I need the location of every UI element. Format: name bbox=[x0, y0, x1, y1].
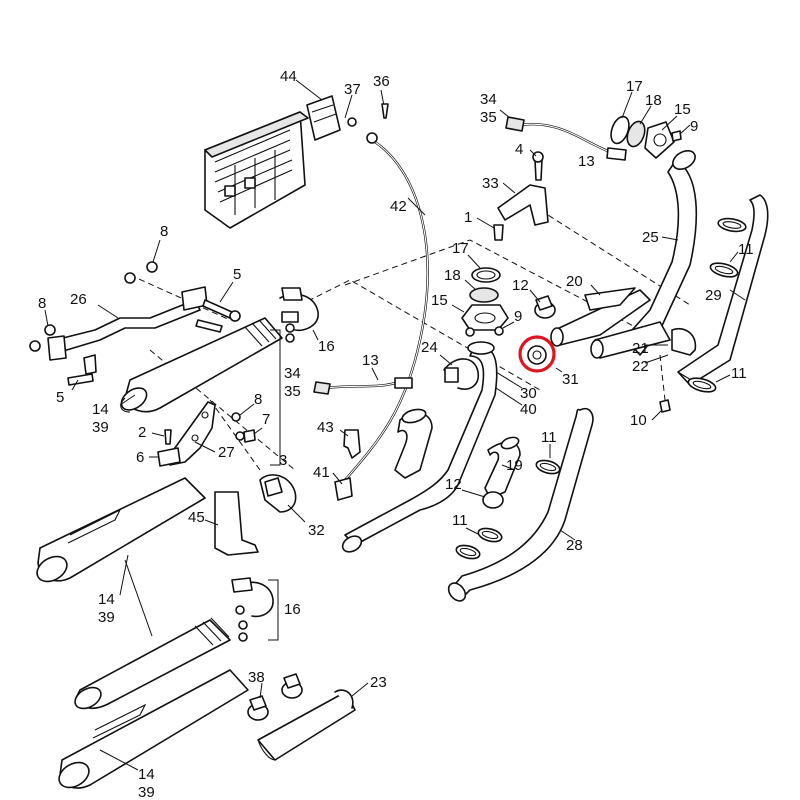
flange-set-top bbox=[610, 115, 682, 159]
callout-1: 1 bbox=[464, 209, 472, 226]
callout-31: 31 bbox=[562, 371, 579, 388]
callout-13: 13 bbox=[362, 352, 379, 369]
callout-12: 12 bbox=[512, 277, 529, 294]
callout-16: 16 bbox=[284, 601, 301, 618]
rear-header-30 bbox=[341, 341, 498, 553]
callout-17: 17 bbox=[626, 78, 643, 95]
callout-45: 45 bbox=[188, 509, 205, 526]
callout-25: 25 bbox=[642, 229, 659, 246]
hanger-bracket-26 bbox=[29, 261, 241, 386]
callout-34: 34 bbox=[284, 365, 301, 382]
clamp-11-right bbox=[659, 377, 717, 413]
screw-36 bbox=[381, 103, 389, 119]
callout-33: 33 bbox=[482, 175, 499, 192]
crossover-20 bbox=[550, 287, 697, 359]
callout-36: 36 bbox=[373, 73, 390, 90]
callout-14: 14 bbox=[92, 401, 109, 418]
callout-16: 16 bbox=[318, 338, 335, 355]
clamps-38 bbox=[247, 673, 303, 721]
callout-11: 11 bbox=[731, 365, 747, 382]
callout-42: 42 bbox=[390, 198, 407, 215]
callout-11: 11 bbox=[738, 241, 754, 258]
callout-2: 2 bbox=[138, 424, 146, 441]
callout-32: 32 bbox=[308, 522, 325, 539]
callout-38: 38 bbox=[248, 669, 265, 686]
clamp-16-upper bbox=[279, 287, 319, 343]
callout-15: 15 bbox=[674, 101, 691, 118]
callout-24: 24 bbox=[421, 339, 438, 356]
callout-34: 34 bbox=[480, 91, 497, 108]
callout-39: 39 bbox=[98, 609, 115, 626]
callout-brackets bbox=[268, 329, 281, 641]
callout-14: 14 bbox=[98, 591, 115, 608]
callout-19: 19 bbox=[506, 457, 523, 474]
bracket-33 bbox=[493, 151, 549, 241]
callout-21: 21 bbox=[632, 340, 649, 357]
callout-8: 8 bbox=[160, 223, 168, 240]
callout-30: 30 bbox=[520, 385, 537, 402]
spacer-31-highlighted bbox=[518, 335, 556, 373]
muffler-bottom-14 bbox=[58, 669, 249, 789]
ecm-module-44 bbox=[204, 95, 357, 229]
clamp-24 bbox=[443, 358, 480, 390]
callout-40: 40 bbox=[520, 401, 537, 418]
callout-26: 26 bbox=[70, 291, 87, 308]
callout-39: 39 bbox=[92, 419, 109, 436]
callout-3: 3 bbox=[279, 452, 287, 469]
callout-27: 27 bbox=[218, 444, 235, 461]
callout-11: 11 bbox=[541, 429, 557, 446]
flange-set-mid bbox=[461, 267, 509, 337]
callout-5: 5 bbox=[56, 389, 64, 406]
callout-43: 43 bbox=[317, 419, 334, 436]
callout-14: 14 bbox=[138, 766, 155, 783]
callout-35: 35 bbox=[284, 383, 301, 400]
callout-41: 41 bbox=[313, 464, 330, 481]
callout-13: 13 bbox=[578, 153, 595, 170]
callout-5: 5 bbox=[233, 266, 241, 283]
callout-9: 9 bbox=[514, 308, 522, 325]
tail-section-23 bbox=[257, 689, 356, 761]
o2-sensor-mid bbox=[313, 377, 413, 395]
callout-35: 35 bbox=[480, 109, 497, 126]
muffler-upper-14 bbox=[120, 317, 283, 413]
callout-23: 23 bbox=[370, 674, 387, 691]
callout-11: 11 bbox=[452, 512, 468, 529]
callout-6: 6 bbox=[136, 449, 144, 466]
callout-12: 12 bbox=[445, 476, 462, 493]
callout-7: 7 bbox=[262, 411, 270, 428]
callout-22: 22 bbox=[632, 358, 649, 375]
bracket-27 bbox=[157, 401, 256, 467]
o2-sensor-top bbox=[505, 116, 627, 161]
callout-10: 10 bbox=[630, 412, 647, 429]
callout-20: 20 bbox=[566, 273, 583, 290]
sensor-cable-42 bbox=[334, 132, 429, 501]
callout-8: 8 bbox=[38, 295, 46, 312]
callout-18: 18 bbox=[444, 267, 461, 284]
muffler-middle-14 bbox=[36, 477, 259, 583]
callout-17: 17 bbox=[452, 240, 469, 257]
callout-28: 28 bbox=[566, 537, 583, 554]
pipe-19 bbox=[484, 436, 521, 499]
callout-44: 44 bbox=[280, 68, 297, 85]
clamp-11-top bbox=[709, 217, 747, 278]
clamp-12-top bbox=[534, 295, 556, 319]
connector-43 bbox=[343, 429, 361, 459]
clamp-16-lower bbox=[231, 577, 274, 642]
callout-labels: 44 37 36 42 34 35 17 18 15 9 4 13 33 1 2… bbox=[38, 68, 754, 800]
callout-39: 39 bbox=[138, 784, 155, 800]
clamp-32 bbox=[259, 474, 297, 513]
callout-15: 15 bbox=[431, 292, 448, 309]
clamps-mid bbox=[455, 459, 561, 560]
callout-4: 4 bbox=[515, 141, 523, 158]
long-pipe-28 bbox=[447, 407, 594, 602]
callout-8: 8 bbox=[254, 391, 262, 408]
callout-37: 37 bbox=[344, 81, 361, 98]
muffler-lower-14 bbox=[74, 617, 231, 710]
callout-29: 29 bbox=[705, 287, 722, 304]
callout-9: 9 bbox=[690, 118, 698, 135]
callout-18: 18 bbox=[645, 92, 662, 109]
